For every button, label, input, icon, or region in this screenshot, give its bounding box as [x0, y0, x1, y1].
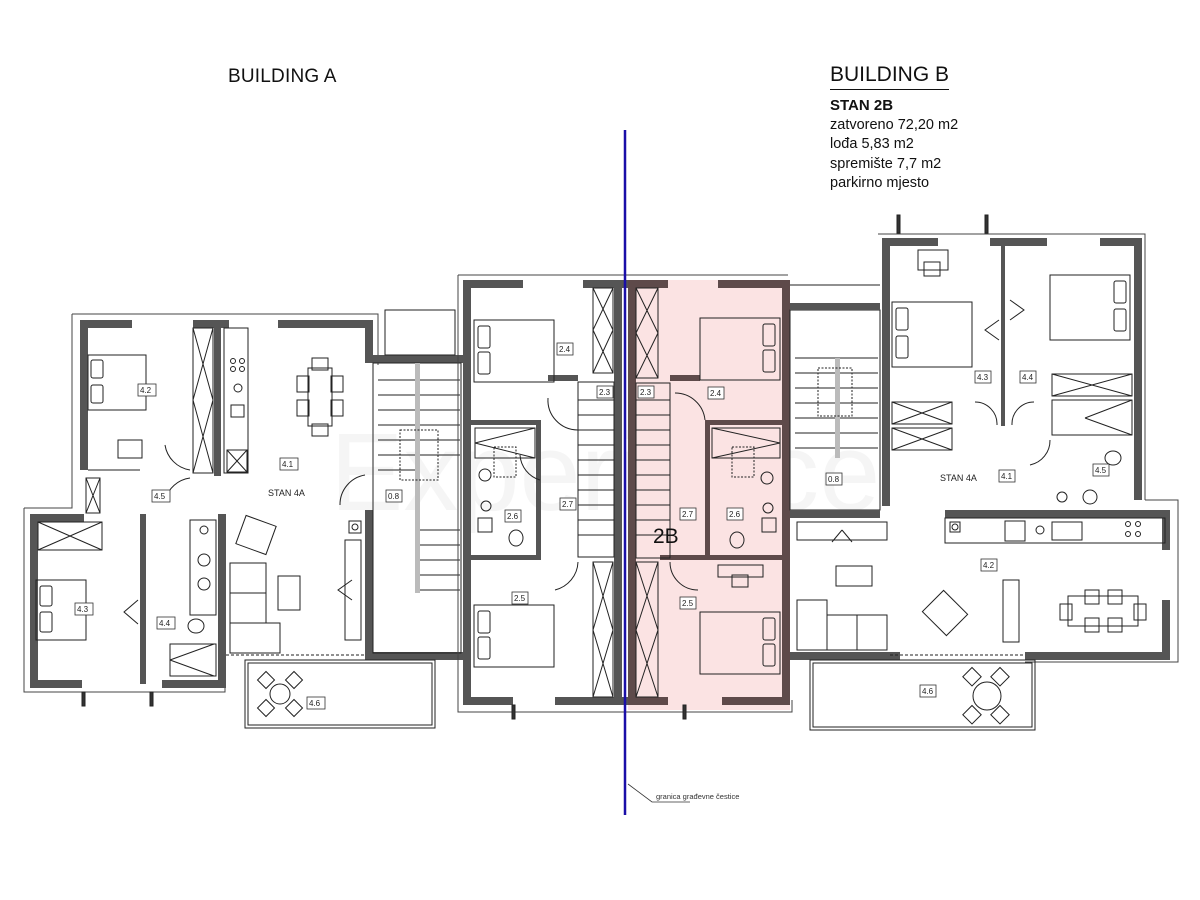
- svg-text:2.7: 2.7: [562, 500, 574, 509]
- closed-area: zatvoreno 72,20 m2: [830, 116, 959, 133]
- parking-spot: parkirno mjesto: [830, 175, 930, 191]
- boundary-note: granica građevne čestice: [656, 792, 739, 801]
- svg-text:2.3: 2.3: [640, 388, 652, 397]
- svg-text:4.5: 4.5: [1095, 466, 1107, 475]
- svg-text:4.4: 4.4: [159, 619, 171, 628]
- svg-text:2.3: 2.3: [599, 388, 611, 397]
- building-center-walls: [457, 274, 793, 713]
- unit-label-stan-4a-right: STAN 4A: [940, 473, 977, 483]
- building-b-unit-4a: [790, 214, 1179, 731]
- svg-text:2.6: 2.6: [729, 510, 741, 519]
- building-a-unit-4a: [23, 313, 465, 729]
- storage-area: spremište 7,7 m2: [830, 155, 942, 172]
- unit-2b-furniture: [635, 287, 781, 720]
- svg-text:4.3: 4.3: [977, 373, 989, 382]
- svg-text:4.6: 4.6: [309, 699, 321, 708]
- unit-2b-label: 2B: [653, 525, 679, 548]
- room-tags-2a: 2.4 2.3 2.7 2.6 2.5: [504, 342, 614, 605]
- stair-core-left: [372, 309, 462, 654]
- unit-name: STAN 2B: [830, 97, 894, 114]
- svg-text:2.5: 2.5: [514, 594, 526, 603]
- unit-2a-furniture: [473, 287, 615, 720]
- room-tags-4a-right: 4.3 4.4 4.1 4.5 4.2 4.6: [919, 370, 1110, 698]
- room-tag-0-8-left: 0.8: [385, 489, 403, 503]
- svg-text:0.8: 0.8: [828, 475, 840, 484]
- unit-info-panel: STAN 2B zatvoreno 72,20 m2 lođa 5,83 m2 …: [830, 96, 958, 194]
- building-a-title: BUILDING A: [228, 66, 337, 87]
- svg-text:4.1: 4.1: [282, 460, 294, 469]
- room-tags-2b: 2.3 2.4 2.7 2.6 2.5: [637, 385, 744, 610]
- svg-text:2.4: 2.4: [710, 389, 722, 398]
- svg-text:4.2: 4.2: [983, 561, 995, 570]
- loggia-area: lođa 5,83 m2: [830, 136, 914, 152]
- svg-text:4.4: 4.4: [1022, 373, 1034, 382]
- svg-text:4.2: 4.2: [140, 386, 152, 395]
- boundary-leader-line: [627, 783, 690, 803]
- svg-text:4.5: 4.5: [154, 492, 166, 501]
- building-b-title: BUILDING B: [830, 62, 950, 90]
- svg-text:4.3: 4.3: [77, 605, 89, 614]
- svg-text:2.7: 2.7: [682, 510, 694, 519]
- svg-text:2.6: 2.6: [507, 512, 519, 521]
- room-tag-0-8-right: 0.8: [825, 472, 843, 486]
- svg-text:4.1: 4.1: [1001, 472, 1013, 481]
- svg-text:2.5: 2.5: [682, 599, 694, 608]
- svg-text:0.8: 0.8: [388, 492, 400, 501]
- room-tags-4a-left: 4.2 4.1 4.5 4.3 4.4 4.6: [74, 383, 326, 710]
- svg-text:4.6: 4.6: [922, 687, 934, 696]
- unit-label-stan-4a-left: STAN 4A: [268, 488, 305, 498]
- stair-core-right: [789, 284, 881, 518]
- svg-text:2.4: 2.4: [559, 345, 571, 354]
